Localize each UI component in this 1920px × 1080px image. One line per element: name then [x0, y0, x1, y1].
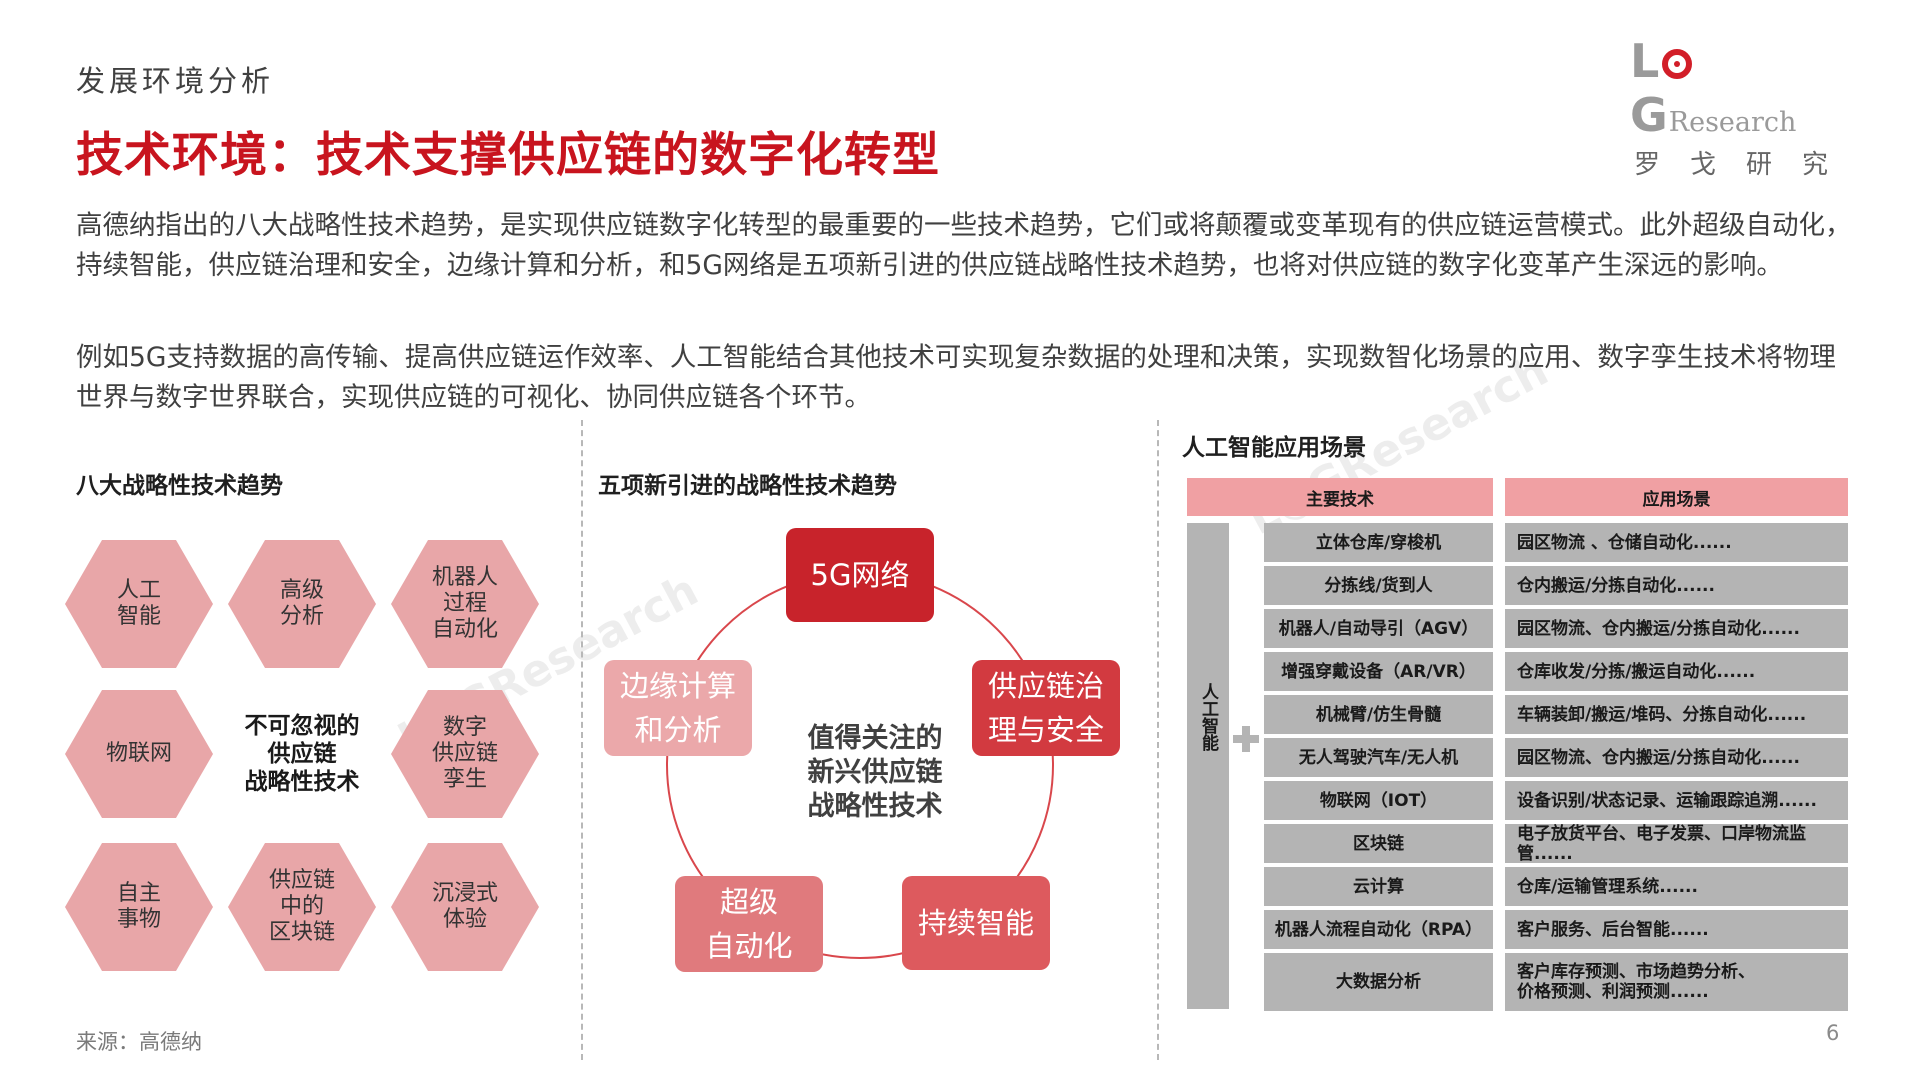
five-trends-center-label: 值得关注的 新兴供应链 战略性技术 [807, 723, 943, 822]
page-number: 6 [1826, 1021, 1840, 1045]
table-header-tech: 主要技术 [1187, 478, 1493, 516]
table-cell-app: 园区物流 、仓储自动化...... [1505, 523, 1848, 562]
table-cell-tech: 分拣线/货到人 [1264, 566, 1493, 605]
table-cell-tech: 区块链 [1264, 824, 1493, 863]
hex-item: 自主 事物 [65, 843, 213, 971]
table-cell-app: 仓库/运输管理系统...... [1505, 867, 1848, 906]
hex-item: 人工 智能 [65, 540, 213, 668]
divider [581, 420, 583, 1060]
section-tag: 发展环境分析 [76, 64, 275, 98]
table-cell-app: 客户服务、后台智能...... [1505, 910, 1848, 949]
logo-mark: LGResearch [1630, 34, 1797, 142]
plus-icon [1233, 726, 1259, 752]
source-note: 来源：高德纳 [76, 1030, 202, 1054]
table-header-app: 应用场景 [1505, 478, 1848, 516]
ai-scenarios-heading: 人工智能应用场景 [1182, 435, 1366, 461]
vertical-label: 人工智能 [1187, 523, 1229, 1009]
table-cell-app: 园区物流、仓内搬运/分拣自动化...... [1505, 738, 1848, 777]
example-paragraph: 例如5G支持数据的高传输、提高供应链运作效率、人工智能结合其他技术可实现复杂数据… [76, 342, 1836, 413]
five-trends-heading: 五项新引进的战略性技术趋势 [598, 473, 897, 499]
table-cell-tech: 机械臂/仿生骨髓 [1264, 695, 1493, 734]
logo-chinese: 罗戈研究 [1634, 150, 1859, 180]
table-cell-tech: 大数据分析 [1264, 953, 1493, 1011]
eight-trends-center-label: 不可忽视的 供应链 战略性技术 [244, 713, 360, 795]
intro-paragraph: 高德纳指出的八大战略性技术趋势，是实现供应链数字化转型的最重要的一些技术趋势，它… [76, 210, 1852, 281]
logo: LGResearch 罗戈研究 [1630, 34, 1860, 180]
logo-ring-icon [1662, 49, 1693, 79]
table-cell-tech: 云计算 [1264, 867, 1493, 906]
table-cell-tech: 机器人流程自动化（RPA） [1264, 910, 1493, 949]
divider [1157, 420, 1159, 1060]
hex-item: 高级 分析 [228, 540, 376, 668]
table-cell-app: 客户库存预测、市场趋势分析、 价格预测、利润预测...... [1505, 953, 1848, 1011]
table-cell-app: 车辆装卸/搬运/堆码、分拣自动化...... [1505, 695, 1848, 734]
table-cell-tech: 立体仓库/穿梭机 [1264, 523, 1493, 562]
table-cell-app: 仓库收发/分拣/搬运自动化...... [1505, 652, 1848, 691]
page-title: 技术环境：技术支撑供应链的数字化转型 [76, 128, 940, 183]
hex-item: 物联网 [65, 690, 213, 818]
node-5g: 5G网络 [786, 528, 934, 622]
table-cell-app: 设备识别/状态记录、运输跟踪追溯...... [1505, 781, 1848, 820]
table-cell-app: 园区物流、仓内搬运/分拣自动化...... [1505, 609, 1848, 648]
hex-item: 沉浸式 体验 [391, 843, 539, 971]
node-continuous-intelligence: 持续智能 [902, 876, 1050, 970]
node-hyperautomation: 超级 自动化 [675, 876, 823, 972]
node-governance: 供应链治 理与安全 [972, 660, 1120, 756]
hex-item: 供应链 中的 区块链 [228, 843, 376, 971]
table-cell-tech: 无人驾驶汽车/无人机 [1264, 738, 1493, 777]
eight-trends-heading: 八大战略性技术趋势 [76, 473, 283, 499]
table-cell-app: 电子放货平台、电子发票、口岸物流监管...... [1505, 824, 1848, 864]
node-edge-computing: 边缘计算 和分析 [604, 660, 752, 756]
table-cell-tech: 物联网（IOT） [1264, 781, 1493, 820]
hex-item: 机器人 过程 自动化 [391, 540, 539, 668]
table-cell-app: 仓内搬运/分拣自动化...... [1505, 566, 1848, 605]
table-cell-tech: 增强穿戴设备（AR/VR） [1264, 652, 1493, 691]
table-cell-tech: 机器人/自动导引（AGV） [1264, 609, 1493, 648]
